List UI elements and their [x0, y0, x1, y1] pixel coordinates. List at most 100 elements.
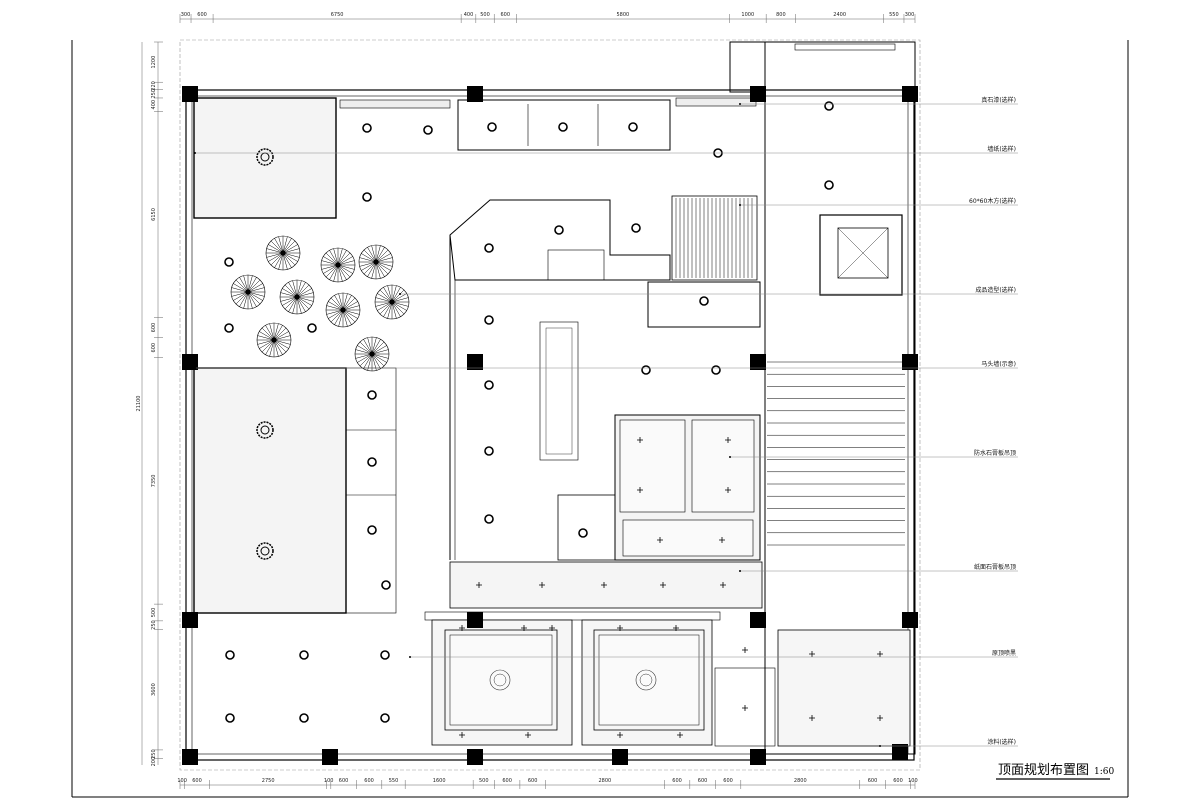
lamp-rib	[375, 249, 389, 263]
dim-label: 250	[151, 620, 157, 630]
lamp-rib	[342, 309, 360, 315]
lamp-center	[373, 259, 379, 265]
lamp-rib	[296, 282, 306, 298]
downlight-icon	[484, 446, 494, 456]
annotation-label: 防水石膏板吊顶	[974, 449, 1016, 457]
column	[467, 612, 483, 628]
lamp-rib	[367, 261, 377, 277]
lamp-rib	[334, 309, 344, 325]
lamp-rib	[296, 296, 312, 306]
lamp-rib	[391, 301, 407, 311]
column	[750, 86, 766, 102]
downlight-icon	[380, 650, 390, 660]
lamp-center	[335, 262, 341, 268]
lamp-rib	[328, 301, 344, 311]
staircase	[767, 361, 905, 546]
lamp-rib	[261, 339, 275, 353]
plus-light-icon	[459, 732, 465, 738]
column	[182, 86, 198, 102]
lamp-rib	[284, 296, 298, 310]
lamp-rib	[325, 264, 339, 278]
lamp-rib	[359, 341, 373, 355]
dim-label: 300	[181, 12, 191, 18]
plus-light-icon	[673, 625, 679, 631]
column	[750, 749, 766, 765]
lamp-rib	[355, 349, 373, 355]
lamp-rib	[296, 296, 302, 314]
lamp-rib	[371, 337, 377, 355]
plus-light-icon	[637, 437, 643, 443]
lamp-rib	[375, 301, 393, 307]
lamp-rib	[363, 249, 377, 263]
lamp-rib	[257, 339, 275, 345]
sheet-frame	[71, 40, 1129, 798]
plus-light-icon	[719, 537, 725, 543]
lamp-rib	[288, 282, 298, 298]
lamp-rib	[233, 283, 249, 293]
lamp-rib	[342, 301, 358, 311]
annotation-label: 60*60木方(选样)	[969, 197, 1016, 205]
lamp-rib	[284, 284, 298, 298]
lamp-rib	[292, 296, 298, 314]
downlight-icon	[711, 365, 721, 375]
drawing-scale: 1:60	[1094, 767, 1114, 777]
lamp-rib	[375, 261, 381, 279]
lamp-rib	[334, 295, 344, 311]
plus-light-icon	[601, 582, 607, 588]
downlight-icon	[824, 180, 834, 190]
lamp-rib	[337, 256, 353, 266]
lamp-rib	[337, 264, 343, 282]
dim-label: 600	[672, 778, 682, 784]
lamp-rib	[323, 256, 339, 266]
dim-label: 600	[698, 778, 708, 784]
lamp-rib	[391, 285, 397, 303]
lamp-rib	[269, 339, 275, 357]
lamp-rib	[337, 264, 351, 278]
lamp-rib	[273, 327, 287, 341]
plus-light-icon	[660, 582, 666, 588]
lamp-rib	[383, 301, 393, 317]
dim-label: 300	[905, 12, 915, 18]
plus-light-icon	[476, 582, 482, 588]
lamp-rib	[330, 309, 344, 323]
lamp-rib	[296, 288, 312, 298]
downlight-icon	[224, 323, 234, 333]
lamp-rib	[363, 353, 373, 369]
lamp-rib	[337, 264, 355, 270]
drawing-title-block: 顶面规划布置图 1:60	[996, 763, 1114, 780]
lamp-rib	[391, 301, 409, 307]
lamp-rib	[367, 337, 373, 355]
dim-label: 600	[339, 778, 349, 784]
plus-light-icon	[877, 651, 883, 657]
downlight-icon	[487, 122, 497, 132]
downlight-icon	[362, 123, 372, 133]
plus-light-icon	[637, 487, 643, 493]
lamp-rib	[355, 353, 373, 359]
pendant-lamp-icon	[354, 336, 390, 372]
lamp-rib	[273, 325, 283, 341]
lamp-rib	[233, 291, 249, 301]
column	[322, 749, 338, 765]
lamp-rib	[296, 296, 310, 310]
dim-label: 1600	[433, 778, 446, 784]
downlight-icon	[225, 650, 235, 660]
dim-label: 600	[151, 323, 157, 333]
ceiling-lamp-icon	[256, 148, 274, 166]
lamp-rib	[391, 289, 405, 303]
lamp-rib	[282, 296, 298, 306]
lamp-rib	[391, 301, 401, 317]
plus-light-icon	[877, 715, 883, 721]
annotation-label: 原顶喷黑	[992, 649, 1016, 657]
dim-label: 600	[364, 778, 374, 784]
plus-light-icon	[725, 487, 731, 493]
annotation-label: 纸面石膏板吊顶	[974, 563, 1016, 571]
downlight-icon	[631, 223, 641, 233]
lamp-rib	[375, 253, 391, 263]
ceiling-lamp-core	[260, 425, 270, 435]
lamp-rib	[375, 261, 393, 267]
lamp-rib	[371, 339, 381, 355]
lamp-center	[294, 294, 300, 300]
lamp-rib	[247, 291, 263, 301]
plus-light-icon	[459, 625, 465, 631]
